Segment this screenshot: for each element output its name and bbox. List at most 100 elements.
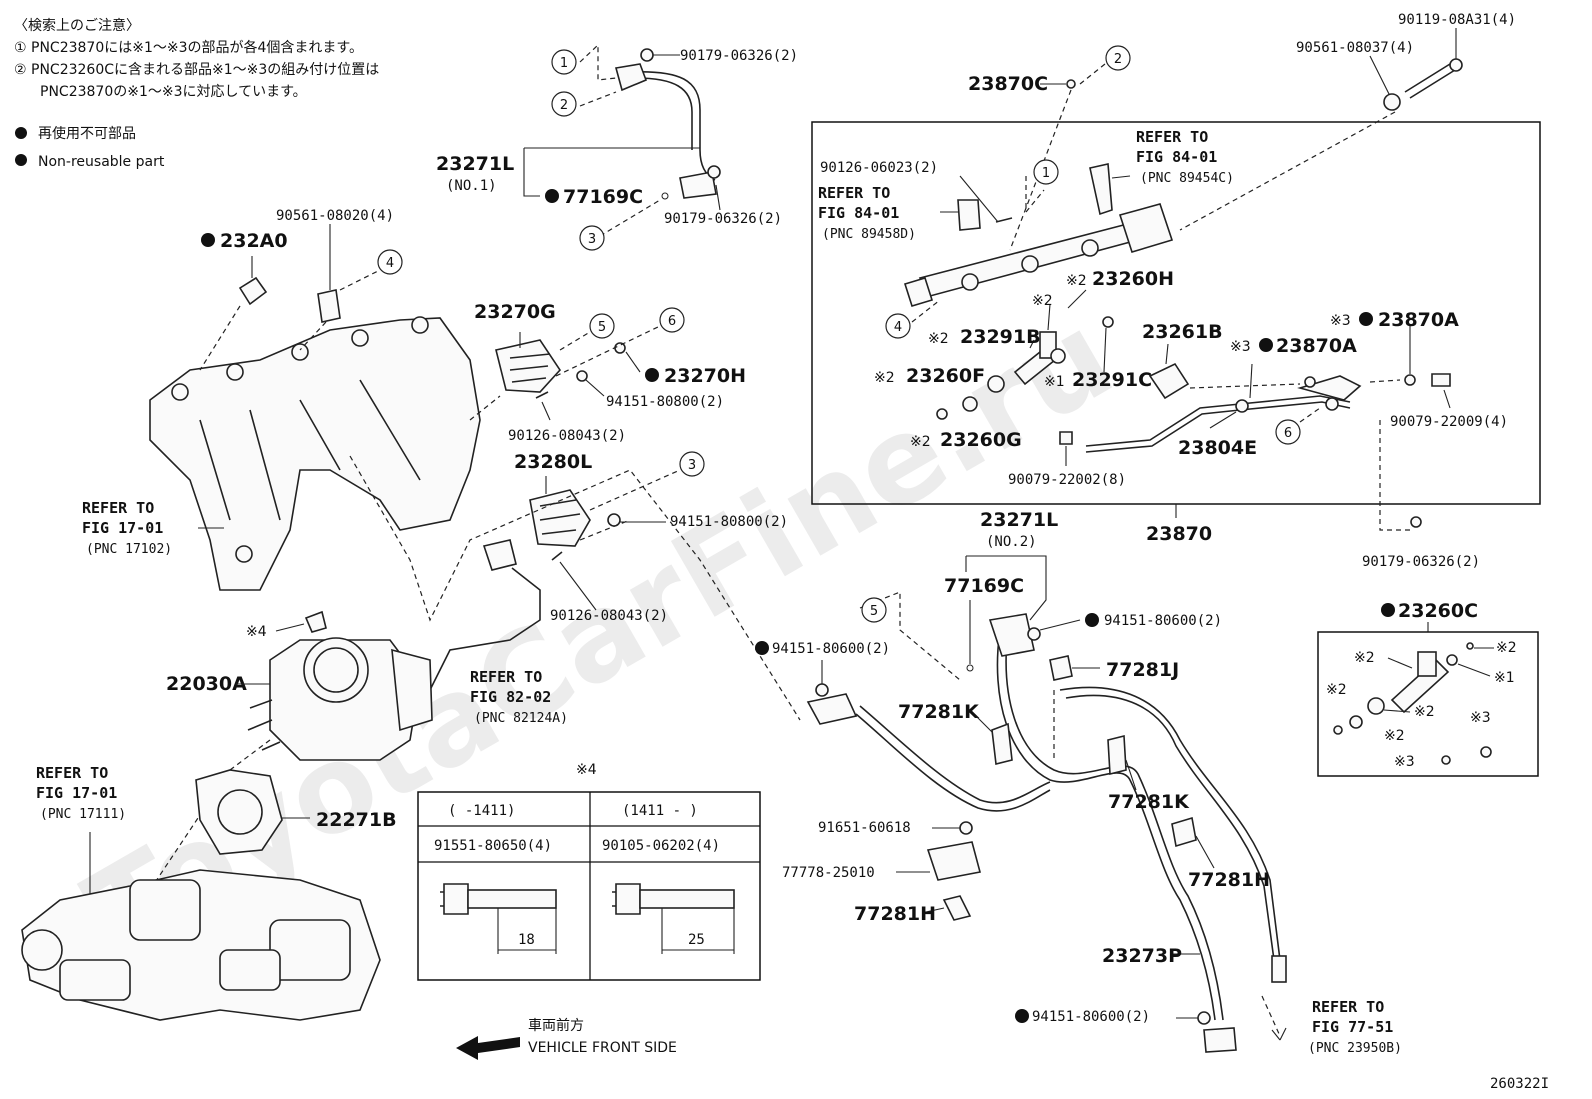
wire-harness bbox=[429, 567, 541, 691]
fuel-rail bbox=[903, 203, 1174, 307]
callout-1: 1 bbox=[1033, 159, 1059, 185]
o-ring-23270h bbox=[614, 342, 626, 354]
dash-leader bbox=[1299, 407, 1321, 423]
label-23271l-no1: 23271L bbox=[436, 153, 514, 175]
part-232a0 bbox=[238, 276, 268, 306]
o-ring-23870a bbox=[1404, 374, 1416, 386]
label-77281k-a: 77281K bbox=[898, 701, 980, 723]
manifold-stud bbox=[226, 363, 244, 381]
ref-82-2: FIG 82-02 bbox=[470, 688, 551, 706]
hose-flange bbox=[1203, 1027, 1237, 1053]
clamp-77281j bbox=[1049, 655, 1073, 681]
label-23260g: 23260G bbox=[940, 429, 1022, 451]
leader-line bbox=[1111, 175, 1131, 179]
notes-line-1: ① PNC23870には※1～※3の部品が各4個含まれます。 bbox=[14, 40, 363, 56]
non-reusable-dot-icon bbox=[15, 127, 27, 139]
svg-text:1: 1 bbox=[560, 56, 568, 71]
label-94151-80600-b: 94151-80600(2) bbox=[772, 641, 890, 657]
label-90561-08037: 90561-08037(4) bbox=[1296, 40, 1414, 56]
mark-2: ※2 bbox=[928, 331, 949, 347]
ref-17b-3: (PNC 17111) bbox=[40, 807, 126, 822]
bolt-shank bbox=[639, 889, 735, 909]
leader-line bbox=[1383, 709, 1411, 713]
ref-77-1: REFER TO bbox=[1312, 998, 1384, 1016]
leader-line bbox=[715, 184, 721, 211]
svg-text:5: 5 bbox=[870, 604, 878, 619]
part-23261b bbox=[1148, 362, 1190, 400]
hose-feed-tube-inner bbox=[1065, 694, 1275, 961]
clamp-77281h bbox=[942, 895, 972, 921]
label-232a0: 232A0 bbox=[220, 230, 288, 252]
ref-82-1: REFER TO bbox=[470, 668, 542, 686]
ring-23260g bbox=[962, 396, 978, 412]
hose-no2-tube-inner bbox=[1005, 629, 1224, 1021]
label-23870c: 23870C bbox=[968, 73, 1048, 95]
ref-82-3: (PNC 82124A) bbox=[474, 711, 568, 726]
o-ring-23870a bbox=[1304, 376, 1316, 388]
dash-leader bbox=[1025, 176, 1045, 214]
mark-2: ※2 bbox=[1326, 682, 1347, 698]
bolt-90079-22002 bbox=[1059, 431, 1073, 445]
washer-icon bbox=[1383, 93, 1401, 111]
label-77281h-a: 77281H bbox=[1188, 869, 1270, 891]
part-23270g bbox=[495, 339, 562, 393]
svg-text:6: 6 bbox=[668, 314, 676, 329]
leader-line bbox=[275, 623, 305, 632]
non-reusable-dot-icon bbox=[1381, 603, 1395, 617]
figure-id: 260322I bbox=[1490, 1076, 1549, 1092]
leader-line bbox=[925, 907, 945, 913]
label-90561-08020: 90561-08020(4) bbox=[276, 208, 394, 224]
bolt-90079 bbox=[1431, 373, 1451, 387]
label-23273p: 23273P bbox=[1102, 945, 1182, 967]
dash-leader bbox=[199, 269, 381, 371]
mark-3: ※3 bbox=[1230, 339, 1251, 355]
leader-line bbox=[1387, 657, 1413, 669]
ref-84-a-2: FIG 84-01 bbox=[1136, 148, 1217, 166]
label-91651: 91651-60618 bbox=[818, 820, 911, 836]
clamp-77281h bbox=[1171, 816, 1197, 848]
label-94151-80600-c: 94151-80600(2) bbox=[1032, 1009, 1150, 1025]
leader-line bbox=[1165, 343, 1169, 365]
label-23270g: 23270G bbox=[474, 301, 556, 323]
label-77281k-b: 77281K bbox=[1108, 791, 1190, 813]
leader-line bbox=[1029, 339, 1035, 349]
label-23870a-a: 23870A bbox=[1378, 309, 1459, 331]
callout-2: 2 bbox=[1105, 45, 1131, 71]
dash-leader bbox=[579, 91, 617, 107]
manifold-stud bbox=[351, 329, 369, 347]
label-90126-b: 90126-08043(2) bbox=[550, 608, 668, 624]
label-77778: 77778-25010 bbox=[782, 865, 875, 881]
leader-line bbox=[541, 401, 551, 421]
ref-84-a-1: REFER TO bbox=[1136, 128, 1208, 146]
label-77169c-b: 77169C bbox=[944, 575, 1024, 597]
dash-leader bbox=[1189, 379, 1401, 389]
hose-end-fitting bbox=[1271, 955, 1287, 983]
nut-90179 bbox=[707, 165, 721, 179]
dash-leader bbox=[1079, 59, 1111, 85]
nut-icon bbox=[1449, 58, 1463, 72]
label-23870: 23870 bbox=[1146, 523, 1212, 545]
mark-2: ※2 bbox=[1354, 650, 1375, 666]
clamp-77281k bbox=[991, 722, 1013, 765]
label-23291b: 23291B bbox=[960, 326, 1041, 348]
manifold-stud bbox=[411, 316, 429, 334]
ref-84-b-2: FIG 84-01 bbox=[818, 204, 899, 222]
leader-line bbox=[1249, 363, 1253, 399]
bolt-head-icon bbox=[443, 883, 469, 915]
label-90179-c: 90179-06326(2) bbox=[1362, 554, 1480, 570]
legend-en: Non-reusable part bbox=[38, 154, 165, 170]
label-90119: 90119-08A31(4) bbox=[1398, 12, 1516, 28]
leader-line bbox=[1209, 411, 1237, 429]
bolt-flange bbox=[440, 891, 444, 907]
stud-90126 bbox=[535, 391, 549, 399]
kit-o-ring bbox=[1441, 755, 1451, 765]
ref-84-b-3: (PNC 89458D) bbox=[822, 227, 916, 242]
label-94151-b: 94151-80800(2) bbox=[670, 514, 788, 530]
label-23260f: 23260F bbox=[906, 365, 985, 387]
label-90079-22009: 90079-22009(4) bbox=[1390, 414, 1508, 430]
nut-94151 bbox=[576, 370, 588, 382]
label-94151-80600-a: 94151-80600(2) bbox=[1104, 613, 1222, 629]
non-reusable-dot-icon bbox=[1359, 312, 1373, 326]
dash-leader bbox=[599, 199, 661, 237]
hose-lower-tube-inner bbox=[855, 713, 1051, 812]
